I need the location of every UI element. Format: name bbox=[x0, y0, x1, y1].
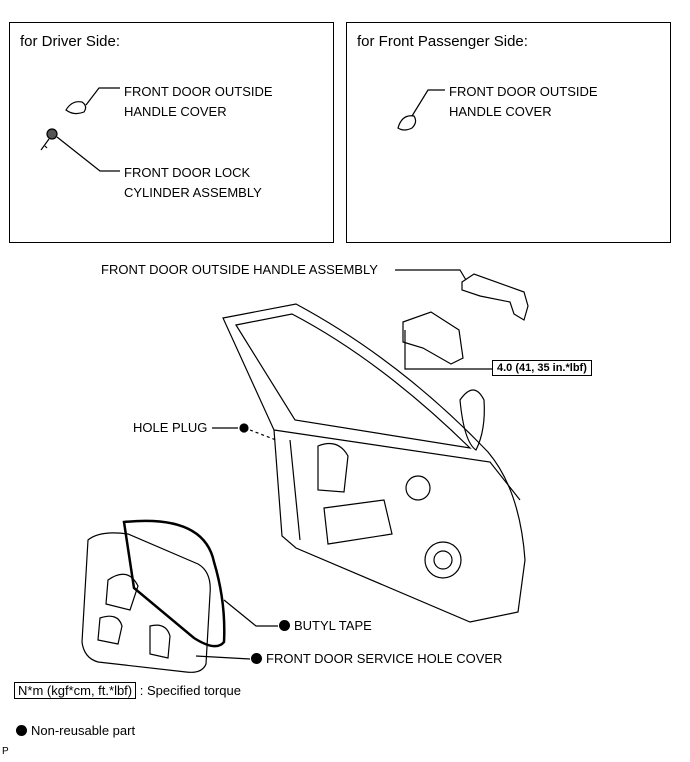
footer-code: P bbox=[2, 746, 9, 757]
passenger-handle-cover-line1: FRONT DOOR OUTSIDE bbox=[449, 84, 598, 99]
passenger-handle-cover-label: FRONT DOOR OUTSIDE HANDLE COVER bbox=[449, 82, 598, 122]
handle-bracket-part bbox=[402, 311, 464, 365]
torque-legend-desc: : Specified torque bbox=[139, 683, 241, 698]
handle-assembly-label: FRONT DOOR OUTSIDE HANDLE ASSEMBLY bbox=[101, 262, 378, 277]
driver-handle-cover-part bbox=[65, 101, 87, 115]
passenger-panel-title: for Front Passenger Side: bbox=[357, 33, 528, 50]
torque-unit-box: N*m (kgf*cm, ft.*lbf) bbox=[14, 682, 137, 699]
lock-cylinder-line2: CYLINDER ASSEMBLY bbox=[124, 185, 262, 200]
passenger-handle-cover-line2: HANDLE COVER bbox=[449, 104, 552, 119]
butyl-tape-label: BUTYL TAPE bbox=[279, 616, 372, 636]
lock-cylinder-part bbox=[40, 128, 58, 151]
non-reusable-marker-icon bbox=[279, 620, 290, 631]
non-reusable-marker-icon bbox=[251, 653, 262, 664]
lock-cylinder-line1: FRONT DOOR LOCK bbox=[124, 165, 251, 180]
non-reusable-legend: Non-reusable part bbox=[16, 721, 135, 741]
driver-panel-title: for Driver Side: bbox=[20, 33, 121, 50]
hole-plug-part bbox=[239, 423, 249, 433]
lock-cylinder-label: FRONT DOOR LOCK CYLINDER ASSEMBLY bbox=[124, 163, 262, 203]
driver-handle-cover-line2: HANDLE COVER bbox=[124, 104, 227, 119]
torque-legend: N*m (kgf*cm, ft.*lbf) : Specified torque bbox=[14, 681, 241, 701]
passenger-handle-cover-part bbox=[397, 115, 417, 131]
non-reusable-legend-icon bbox=[16, 725, 27, 736]
service-hole-cover-text: FRONT DOOR SERVICE HOLE COVER bbox=[266, 651, 503, 666]
service-hole-cover-part bbox=[81, 532, 211, 673]
butyl-tape-part bbox=[122, 519, 226, 648]
hole-plug-label: HOLE PLUG bbox=[133, 420, 208, 435]
driver-handle-cover-label: FRONT DOOR OUTSIDE HANDLE COVER bbox=[124, 82, 273, 122]
torque-spec: 4.0 (41, 35 in.*lbf) bbox=[492, 360, 592, 376]
outside-handle-assembly-part bbox=[461, 273, 529, 321]
driver-handle-cover-line1: FRONT DOOR OUTSIDE bbox=[124, 84, 273, 99]
non-reusable-legend-text: Non-reusable part bbox=[31, 723, 136, 738]
driver-side-panel: for Driver Side: bbox=[9, 22, 334, 243]
door-panel-outline bbox=[222, 303, 526, 623]
service-hole-cover-label: FRONT DOOR SERVICE HOLE COVER bbox=[251, 649, 502, 669]
butyl-tape-text: BUTYL TAPE bbox=[294, 618, 372, 633]
passenger-side-panel: for Front Passenger Side: bbox=[346, 22, 671, 243]
